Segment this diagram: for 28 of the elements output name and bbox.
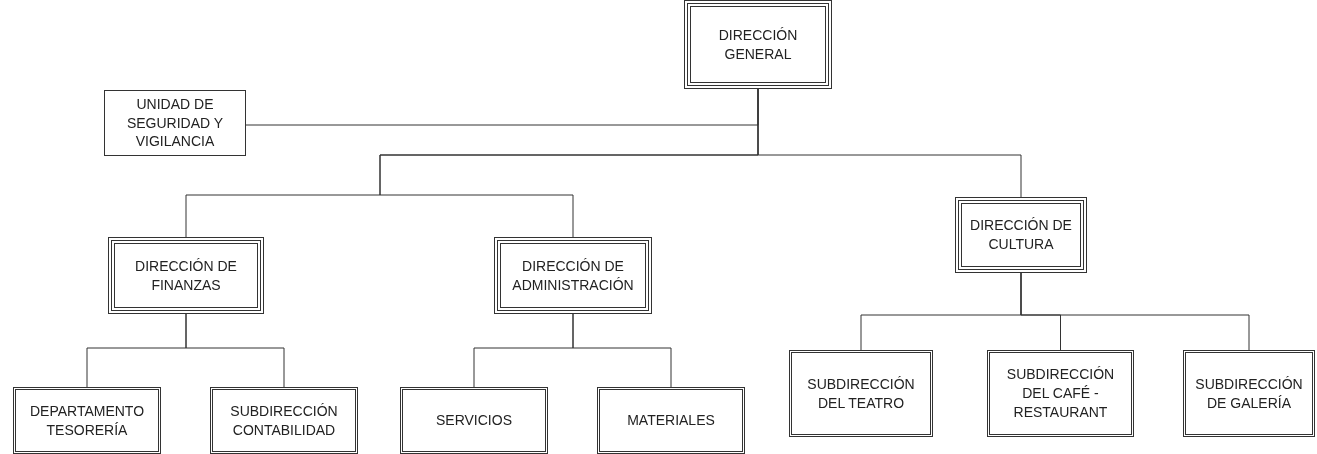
- box-label: DIRECCIÓN DE ADMINISTRACIÓN: [511, 256, 635, 295]
- connector-line: [572, 313, 672, 388]
- connector-line: [1020, 272, 1250, 351]
- org-box: [108, 237, 264, 314]
- box-label: MATERIALES: [626, 411, 716, 430]
- box-label: SUBDIRECCIÓN DE GALERÍA: [1194, 374, 1304, 413]
- box-label: DEPARTAMENTO TESORERÍA: [28, 401, 146, 440]
- org-box: [210, 387, 358, 454]
- org-box: [987, 350, 1134, 437]
- box-label: SUBDIRECCIÓN CONTABILIDAD: [229, 401, 339, 440]
- box-label: DIRECCIÓN DE CULTURA: [969, 216, 1073, 254]
- org-box: [400, 387, 548, 454]
- org-box: [1183, 350, 1315, 437]
- box-label: DIRECCIÓN DE FINANZAS: [134, 256, 238, 295]
- box-label: SUBDIRECCIÓN DEL CAFÉ - RESTAURANT: [1005, 365, 1116, 422]
- org-box: [597, 387, 745, 454]
- org-box: [955, 197, 1087, 273]
- org-box: [789, 350, 933, 437]
- org-box: [104, 90, 246, 156]
- box-label: SUBDIRECCIÓN DEL TEATRO: [806, 374, 916, 413]
- box-label: UNIDAD DE SEGURIDAD Y VIGILANCIA: [125, 94, 225, 152]
- connector-line: [757, 88, 1022, 198]
- org-box: [494, 237, 652, 314]
- box-label: SERVICIOS: [435, 411, 513, 430]
- org-box: [684, 0, 832, 89]
- org-box: [13, 387, 161, 454]
- box-label: DIRECCIÓN GENERAL: [717, 25, 799, 64]
- connector-line: [185, 313, 285, 388]
